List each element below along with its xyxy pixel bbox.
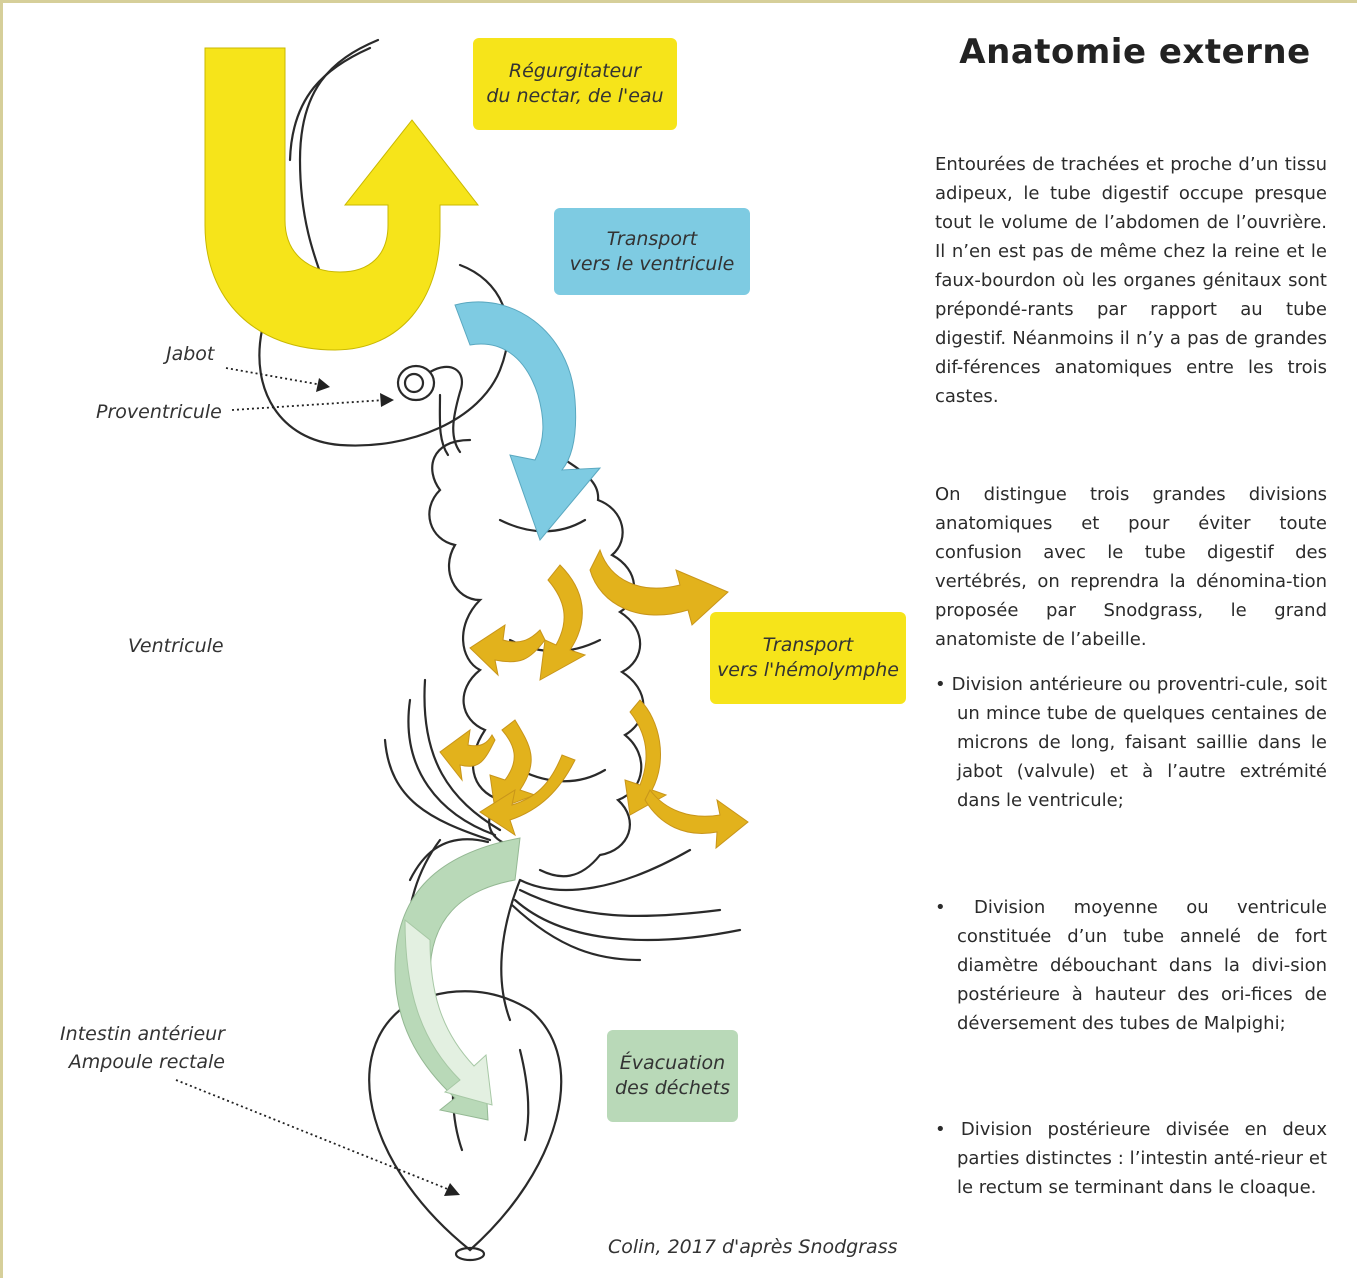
bullet-division-moyenne: • Division moyenne ou ventricule constit… — [935, 893, 1327, 1038]
jabot-leader — [226, 368, 322, 385]
hemolymph-arrow — [645, 790, 748, 848]
hemolymph-arrow — [590, 550, 728, 625]
intestin-leader — [176, 1080, 450, 1190]
intestin-label-line1: Intestin antérieur — [40, 1022, 225, 1047]
proventricule-arrowhead — [380, 393, 394, 407]
jabot-label: Jabot — [166, 342, 214, 367]
jabot-arrowhead — [316, 378, 330, 392]
malpighi-tube — [520, 850, 690, 890]
transport-hemolymph-box: Transport vers l'hémolymphe — [710, 612, 906, 704]
transport-hemolymph-line1: Transport — [717, 633, 899, 658]
esophagus-line — [300, 40, 378, 300]
transport-ventricle-box: Transport vers le ventricule — [554, 208, 750, 295]
evacuation-line2: des déchets — [615, 1076, 730, 1101]
regurgitator-box: Régurgitateur du nectar, de l'eau — [473, 38, 677, 130]
bullet-division-posterieure: • Division postérieure divisée en deux p… — [935, 1115, 1327, 1202]
paragraph-1: Entourées de trachées et proche d’un tis… — [935, 150, 1327, 411]
hemolymph-arrow — [540, 565, 585, 680]
regurgitation-arrow — [205, 48, 478, 350]
transport-ventricle-arrow — [455, 302, 600, 540]
transport-ventricle-line1: Transport — [570, 227, 735, 252]
hemolymph-arrow — [440, 730, 495, 780]
transport-ventricle-line2: vers le ventricule — [570, 252, 735, 277]
hemolymph-arrow — [470, 625, 545, 675]
proventricule-coil — [398, 366, 434, 400]
rectal-ampulla-line-2 — [520, 1050, 528, 1140]
hemolymph-arrow — [625, 700, 666, 815]
proventricule-leader — [232, 400, 385, 410]
paragraph-2: On distingue trois grandes divisions ana… — [935, 480, 1327, 654]
bullet-division-anterieure: • Division antérieure ou proventri-cule,… — [935, 670, 1327, 815]
esophagus-line-2 — [290, 48, 370, 160]
credit-caption: Colin, 2017 d'après Snodgrass — [608, 1236, 898, 1258]
evacuation-line1: Évacuation — [615, 1051, 730, 1076]
regurgitator-line1: Régurgitateur — [486, 59, 663, 84]
regurgitator-line2: du nectar, de l'eau — [486, 84, 663, 109]
rectal-ampulla-outline — [369, 991, 561, 1250]
intestin-label-line2: Ampoule rectale — [40, 1050, 225, 1075]
proventricule-label: Proventricule — [96, 400, 222, 425]
evacuation-box: Évacuation des déchets — [607, 1030, 738, 1122]
transport-hemolymph-line2: vers l'hémolymphe — [717, 658, 899, 683]
page-title: Anatomie externe — [935, 32, 1335, 72]
ventricule-label: Ventricule — [128, 634, 224, 659]
malpighi-tube — [520, 890, 720, 916]
proventricule-coil-inner — [405, 374, 423, 392]
